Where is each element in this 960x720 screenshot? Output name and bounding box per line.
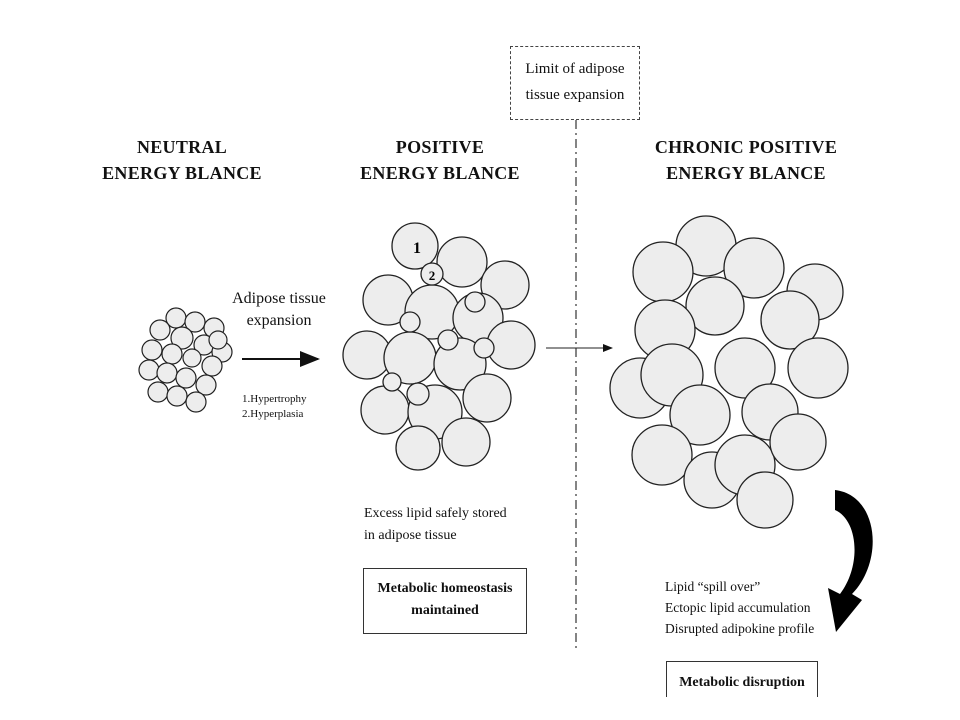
cell-marker-1: 1 (413, 240, 421, 257)
chronic-effects-list: Lipid “spill over” Ectopic lipid accumul… (665, 576, 814, 639)
chronic-cell-cluster (609, 215, 849, 529)
positive-heading: POSITIVE ENERGY BLANCE (360, 137, 520, 183)
neutral-cell-cluster (138, 307, 233, 413)
metabolic-disruption-box: Metabolic disruption (666, 661, 818, 697)
effect-ectopic: Ectopic lipid accumulation (665, 600, 811, 615)
cell-marker-2: 2 (429, 268, 436, 283)
chronic-heading: CHRONIC POSITIVE ENERGY BLANCE (654, 137, 838, 183)
positive-cell-cluster (342, 222, 536, 471)
expansion-label: Adipose tissue expansion (232, 290, 326, 329)
effect-spillover: Lipid “spill over” (665, 579, 761, 594)
effect-adipokine: Disrupted adipokine profile (665, 621, 815, 636)
curved-spillover-arrow (828, 490, 873, 632)
metabolic-homeostasis-box: Metabolic homeostasis maintained (363, 568, 527, 634)
limit-of-expansion-box: Limit of adipose tissue expansion (510, 46, 640, 120)
positive-note: Excess lipid safely stored in adipose ti… (364, 506, 507, 543)
expansion-mechanisms: 1.Hypertrophy 2.Hyperplasia (242, 393, 307, 420)
neutral-heading: NEUTRAL ENERGY BLANCE (102, 137, 262, 183)
